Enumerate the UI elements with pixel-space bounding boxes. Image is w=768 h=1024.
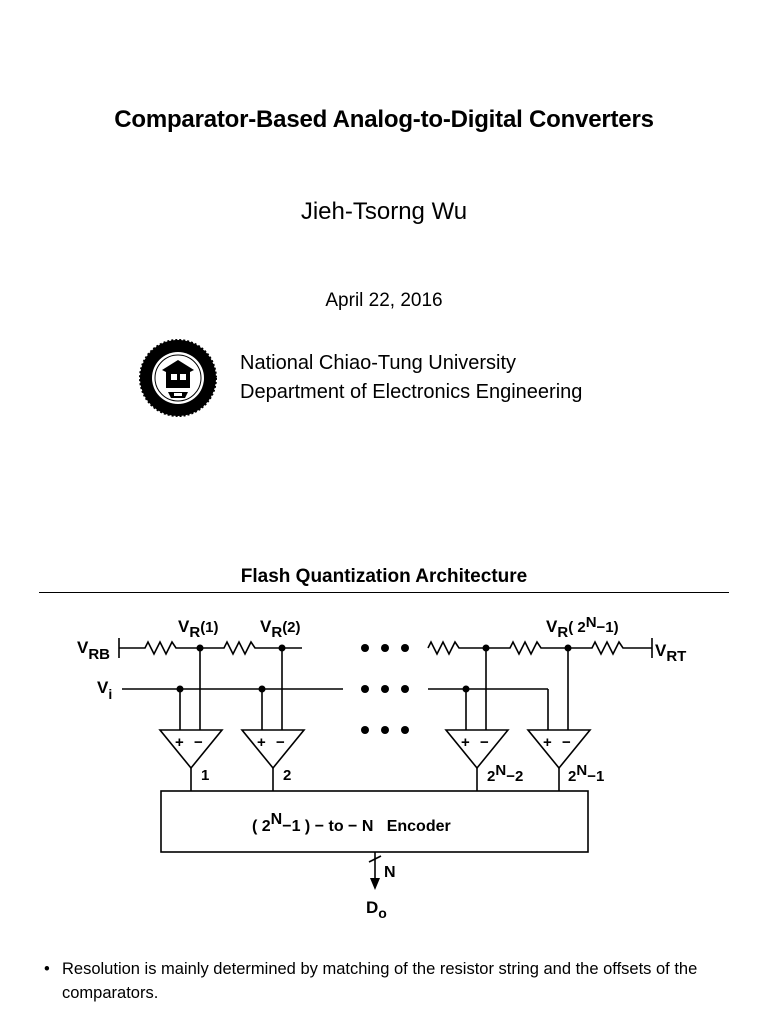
- comparator-1-label: 1: [201, 767, 209, 784]
- ellipsis-dot: [381, 726, 389, 734]
- minus-sign: −: [194, 734, 203, 751]
- resistor-2: [200, 640, 282, 656]
- plus-sign: +: [257, 734, 266, 751]
- resistor-4: [486, 640, 568, 656]
- bullet-item: • Resolution is mainly determined by mat…: [44, 957, 744, 1005]
- comparator-3: [444, 729, 510, 770]
- department-name: Department of Electronics Engineering: [240, 381, 583, 403]
- date: April 22, 2016: [325, 290, 443, 311]
- ellipsis-dot: [361, 726, 369, 734]
- university-name: National Chiao-Tung University: [240, 352, 517, 374]
- vrb-label: VRB: [77, 638, 110, 663]
- ellipsis-dot: [401, 685, 409, 693]
- university-seal-logo: [139, 339, 217, 417]
- vi-label: Vi: [97, 678, 112, 702]
- node: [258, 685, 266, 693]
- ellipsis-dot: [401, 644, 409, 652]
- node: [196, 644, 204, 652]
- section-divider: [39, 592, 729, 593]
- vrt-label: VRT: [655, 641, 686, 665]
- node: [278, 644, 286, 652]
- plus-sign: +: [461, 734, 470, 751]
- plus-sign: +: [543, 734, 552, 751]
- tap-2-label: VR(2): [260, 617, 301, 641]
- ellipsis-dot: [361, 644, 369, 652]
- tap-1-label: VR(1): [178, 617, 219, 641]
- section-title: Flash Quantization Architecture: [240, 566, 528, 587]
- comparator-1: [158, 729, 224, 770]
- output-label: Do: [366, 898, 387, 921]
- resistor-3: [427, 640, 486, 656]
- minus-sign: −: [562, 734, 571, 751]
- ellipsis-dot: [401, 726, 409, 734]
- comparator-4-label: 2N−1: [568, 762, 604, 785]
- comparator-4: [526, 729, 592, 770]
- bullet-text: Resolution is mainly determined by match…: [62, 960, 698, 1002]
- page-title: Comparator-Based Analog-to-Digital Conve…: [114, 106, 654, 133]
- tap-n-label: VR( 2N−1): [546, 614, 619, 641]
- comparator-2: [240, 729, 306, 770]
- resistor-1: [119, 640, 200, 656]
- minus-sign: −: [276, 734, 285, 751]
- output-arrowhead: [370, 878, 380, 890]
- node: [462, 685, 470, 693]
- minus-sign: −: [480, 734, 489, 751]
- node: [564, 644, 572, 652]
- ellipsis-dot: [381, 644, 389, 652]
- author-name: Jieh-Tsorng Wu: [300, 198, 468, 225]
- bullet-dot: •: [44, 960, 50, 978]
- flash-adc-diagram: VRB VRT Vi VR(1) VR(2) VR( 2N−1) + − + −…: [77, 614, 686, 921]
- encoder-label: ( 2N−1 ) − to − N Encoder: [252, 811, 451, 835]
- node: [482, 644, 490, 652]
- ellipsis-dot: [381, 685, 389, 693]
- comparator-2-label: 2: [283, 767, 291, 784]
- bus-width-label: N: [384, 864, 396, 881]
- resistor-5: [568, 640, 652, 656]
- comparator-3-label: 2N−2: [487, 762, 523, 785]
- node: [176, 685, 184, 693]
- bus-slash: [368, 855, 382, 863]
- ellipsis-dot: [361, 685, 369, 693]
- plus-sign: +: [175, 734, 184, 751]
